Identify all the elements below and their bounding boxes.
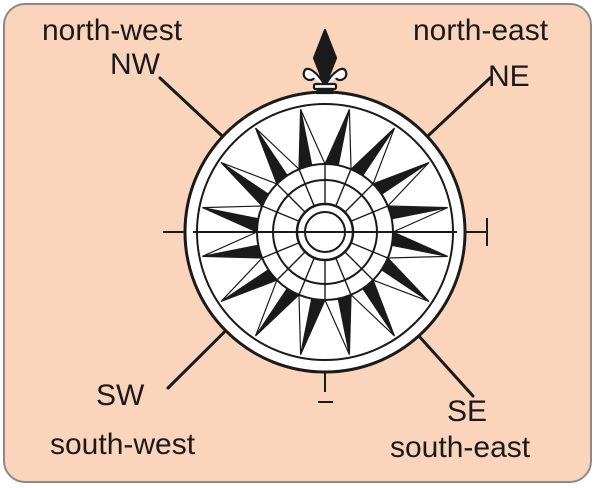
label-south-east-abbr: SE bbox=[447, 397, 487, 427]
label-south-east-word: south-east bbox=[390, 433, 530, 463]
label-north-east-abbr: NE bbox=[488, 62, 530, 92]
label-north-east-word: north-east bbox=[413, 16, 548, 46]
label-south-west-word: south-west bbox=[50, 430, 195, 460]
label-north-west-word: north-west bbox=[42, 16, 182, 46]
label-north-west-abbr: NW bbox=[110, 50, 160, 80]
label-south-west-abbr: SW bbox=[96, 381, 144, 411]
fleur-de-lis-icon bbox=[304, 30, 347, 93]
